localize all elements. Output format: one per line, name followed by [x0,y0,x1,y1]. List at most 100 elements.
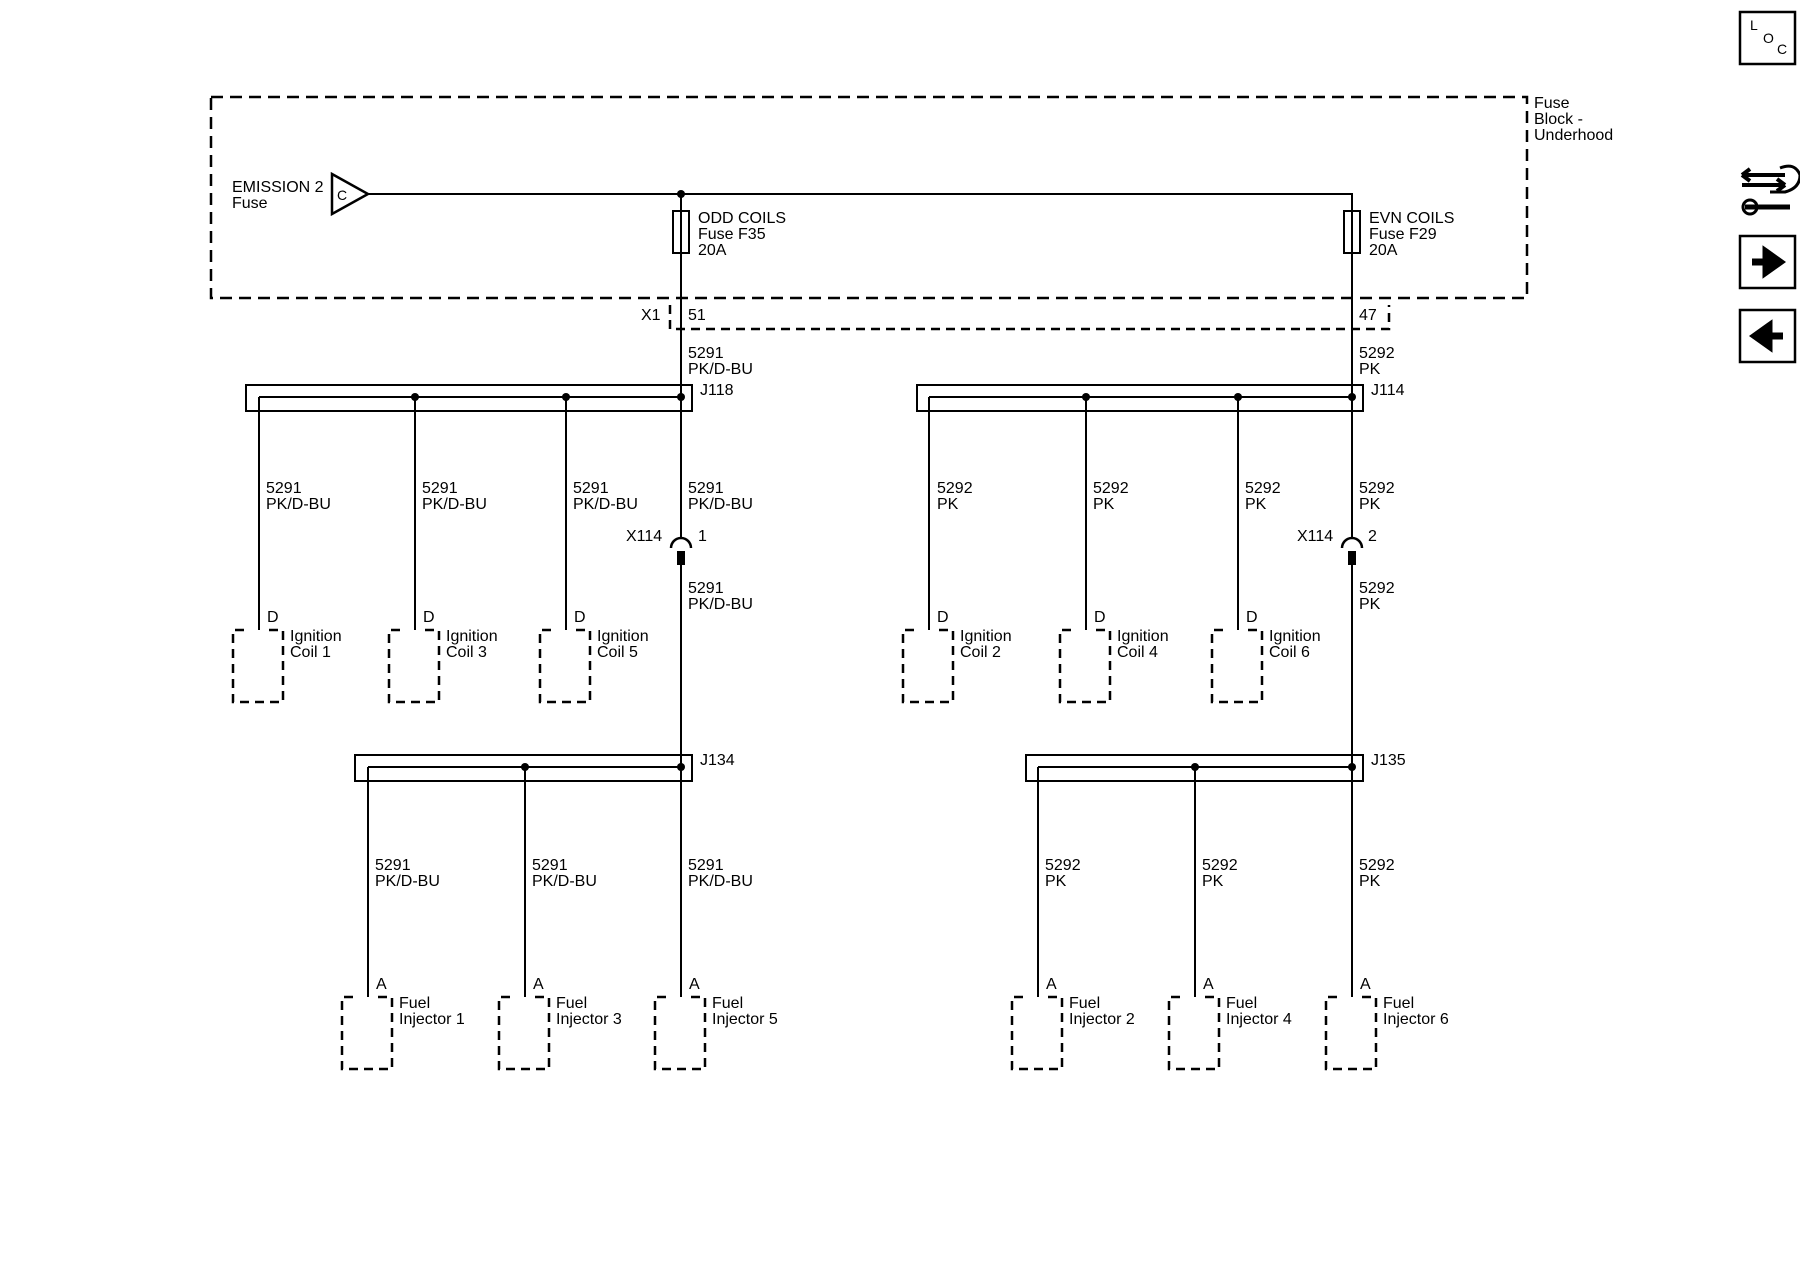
x114-pin-1-connector [669,536,693,565]
coil-4-label-2: Coil 4 [1117,644,1158,661]
coil-1-circuit: 5291 [266,480,302,497]
fuel-injector-4: A Fuel Injector 4 [1167,976,1292,1071]
injector-1-pin: A [376,976,387,993]
ignition-coil-2: D Ignition Coil 2 [901,609,1012,704]
x114-odd-pin: 1 [698,528,707,545]
fuse-f35-name: ODD COILS [698,210,786,227]
coil-5-circuit: 5291 [573,480,609,497]
even-trunk-lower-circuit: 5292 [1359,580,1395,597]
coil-3-label-1: Ignition [446,628,498,645]
injector-2-circuit: 5292 [1045,857,1081,874]
fuel-injector-3: A Fuel Injector 3 [497,976,622,1071]
coil-1-pin: D [267,609,279,626]
x1-connector-label: X1 [641,307,661,324]
odd-trunk-lower-color: PK/D-BU [688,596,753,613]
injector-5-label-2: Injector 5 [712,1011,778,1028]
coil-1-label-1: Ignition [290,628,342,645]
coil-3-pin: D [423,609,435,626]
coil-2-label-2: Coil 2 [960,644,1001,661]
supply-pin-symbol [330,171,371,217]
coil-4-pin: D [1094,609,1106,626]
splice-j114 [916,384,1364,412]
x114-even-label: X114 [1297,528,1333,545]
injector-3-color: PK/D-BU [532,873,597,890]
even-trunk-upper-color: PK [1359,496,1381,513]
injector-3-pin: A [533,976,544,993]
previous-arrow-icon [1748,319,1783,353]
injector-4-label-2: Injector 4 [1226,1011,1292,1028]
coil-3-label-2: Coil 3 [446,644,487,661]
injector-1-circuit: 5291 [375,857,411,874]
injector-2-label-1: Fuel [1069,995,1100,1012]
splice-j135-label: J135 [1371,752,1406,769]
loc-letter-l: L [1750,17,1758,33]
injector-6-circuit: 5292 [1359,857,1395,874]
injector-3-circuit: 5291 [532,857,568,874]
splice-j134-label: J134 [700,752,735,769]
loc-button[interactable]: L O C [1738,10,1797,66]
loc-letter-c: C [1777,41,1787,57]
coil-2-pin: D [937,609,949,626]
injector-5-pin: A [689,976,700,993]
x1-pin-odd: 51 [688,307,706,324]
coil-1-color: PK/D-BU [266,496,331,513]
supply-pin-label: C [337,187,347,203]
injector-2-label-2: Injector 2 [1069,1011,1135,1028]
fuel-injector-2: A Fuel Injector 2 [1010,976,1135,1071]
injector-4-pin: A [1203,976,1214,993]
coil-5-label-2: Coil 5 [597,644,638,661]
injector-1-label-2: Injector 1 [399,1011,465,1028]
coil-4-label-1: Ignition [1117,628,1169,645]
fuse-block-label-1: Fuse [1534,95,1570,112]
ignition-coil-5: D Ignition Coil 5 [538,609,649,704]
even-feed-circuit: 5292 [1359,345,1395,362]
next-arrow-icon [1752,245,1787,279]
coil-5-label-1: Ignition [597,628,649,645]
ignition-coil-6: D Ignition Coil 6 [1210,609,1321,704]
coil-6-label-1: Ignition [1269,628,1321,645]
injector-1-label-1: Fuel [399,995,430,1012]
ignition-coil-3: D Ignition Coil 3 [387,609,498,704]
fuse-block-label-3: Underhood [1534,127,1613,144]
emission-fuse-label-1: EMISSION 2 [232,179,324,196]
loc-letter-o: O [1763,30,1774,46]
ignition-coil-1: D Ignition Coil 1 [231,609,342,704]
injector-5-label-1: Fuel [712,995,743,1012]
splice-j114-label: J114 [1371,382,1405,399]
emission-fuse-label-2: Fuse [232,195,268,212]
fuel-injector-1: A Fuel Injector 1 [340,976,465,1071]
injector-2-pin: A [1046,976,1057,993]
next-arrow-button[interactable] [1738,234,1797,290]
injector-5-circuit: 5291 [688,857,724,874]
coil-2-label-1: Ignition [960,628,1012,645]
fuse-f35-rating: 20A [698,242,727,259]
even-feed-color: PK [1359,361,1381,378]
x114-pin-2-connector [1340,536,1364,565]
coil-5-pin: D [574,609,586,626]
coil-4-color: PK [1093,496,1115,513]
injector-6-color: PK [1359,873,1381,890]
splice-j134 [354,754,693,782]
injector-5-color: PK/D-BU [688,873,753,890]
fuel-injector-6: A Fuel Injector 6 [1324,976,1449,1071]
injector-6-pin: A [1360,976,1371,993]
odd-trunk-upper-color: PK/D-BU [688,496,753,513]
x1-pin-even: 47 [1359,307,1377,324]
odd-trunk-lower-circuit: 5291 [688,580,724,597]
fuse-block-outline [209,95,1529,300]
fuse-bus-wire [368,193,1353,211]
harness-routing-icon[interactable] [1740,164,1800,216]
splice-j118 [245,384,693,412]
previous-arrow-button[interactable] [1738,308,1797,364]
coil-2-color: PK [937,496,959,513]
fuse-f29-name: EVN COILS [1369,210,1454,227]
coil-5-color: PK/D-BU [573,496,638,513]
ignition-coil-4: D Ignition Coil 4 [1058,609,1169,704]
fuse-f29-id: Fuse F29 [1369,226,1437,243]
coil-3-color: PK/D-BU [422,496,487,513]
injector-3-label-2: Injector 3 [556,1011,622,1028]
fuel-injector-5: A Fuel Injector 5 [653,976,778,1071]
injector-4-label-1: Fuel [1226,995,1257,1012]
coil-6-color: PK [1245,496,1267,513]
